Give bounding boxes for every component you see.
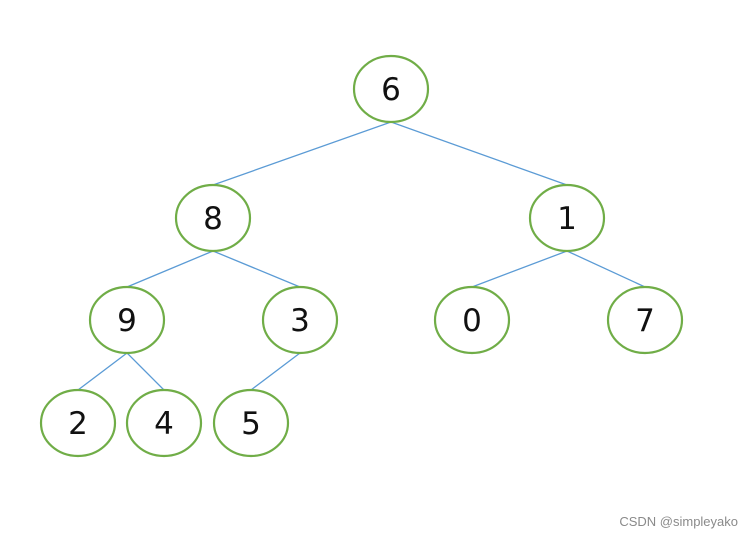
tree-edge-n9-n4 [126,352,165,391]
tree-edge-n8-n9 [126,250,214,288]
tree-node-1: 1 [528,183,606,253]
tree-node-7: 7 [606,285,684,355]
tree-node-label: 9 [117,303,137,339]
tree-edge-n9-n2 [77,352,128,391]
tree-node-label: 6 [381,72,401,108]
tree-node-6: 6 [352,54,430,124]
tree-node-3: 3 [261,285,339,355]
tree-node-circle [125,388,203,458]
tree-node-circle [261,285,339,355]
tree-node-label: 4 [154,406,174,442]
tree-node-circle [88,285,166,355]
tree-node-circle [528,183,606,253]
tree-node-5: 5 [212,388,290,458]
tree-node-label: 3 [290,303,310,339]
tree-node-circle [39,388,117,458]
tree-node-8: 8 [174,183,252,253]
tree-edge-n6-n8 [212,121,392,186]
tree-nodes: 6 8 1 9 3 0 7 2 4 5 [39,54,684,458]
watermark-text: CSDN @simpleyako [619,514,738,529]
tree-edge-n8-n3 [212,250,301,288]
tree-node-label: 2 [68,406,88,442]
tree-node-circle [352,54,430,124]
tree-node-4: 4 [125,388,203,458]
tree-edges [77,121,646,391]
tree-node-circle [174,183,252,253]
tree-node-label: 5 [241,406,261,442]
tree-node-9: 9 [88,285,166,355]
tree-node-label: 8 [203,201,223,237]
tree-node-label: 0 [462,303,482,339]
tree-edge-n6-n1 [390,121,568,186]
tree-node-circle [606,285,684,355]
tree-node-0: 0 [433,285,511,355]
tree-node-2: 2 [39,388,117,458]
tree-node-label: 1 [557,201,577,237]
tree-edge-n1-n0 [471,250,568,288]
tree-edge-n1-n7 [566,250,646,288]
tree-node-circle [433,285,511,355]
tree-node-label: 7 [635,303,655,339]
tree-node-circle [212,388,290,458]
tree-edge-n3-n5 [250,352,301,391]
